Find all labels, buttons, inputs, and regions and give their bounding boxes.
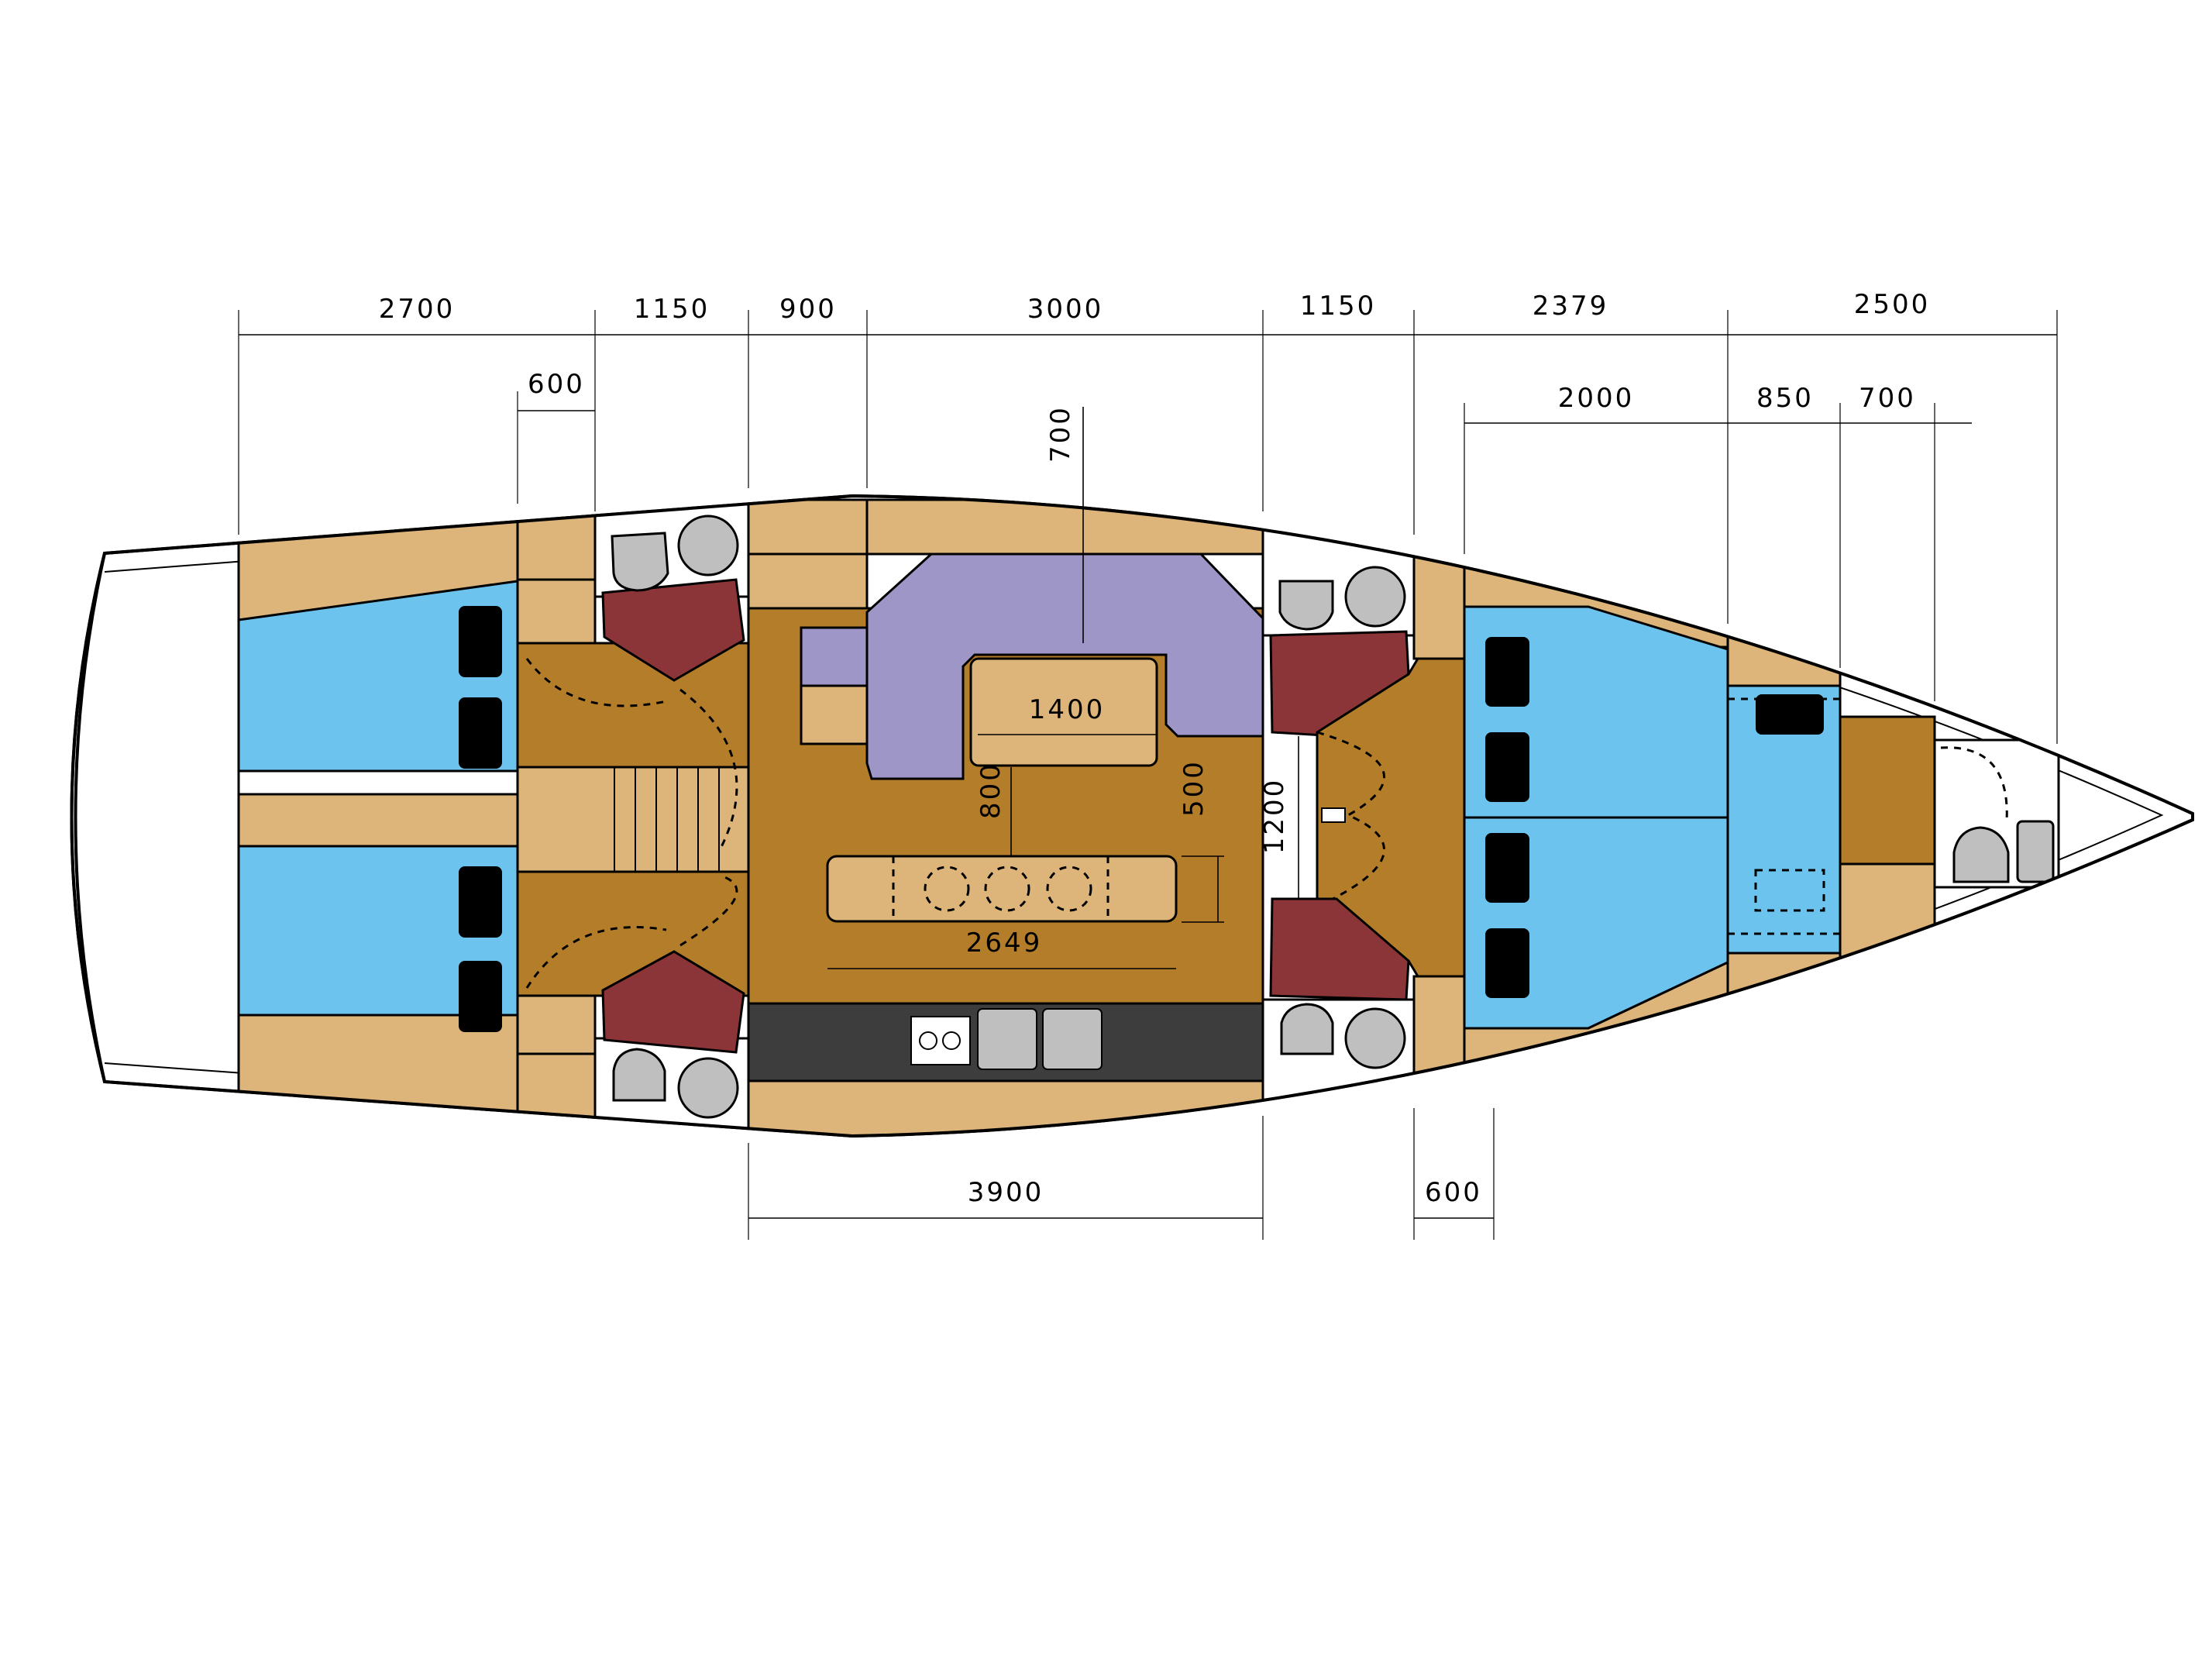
dim-saloon-height: 700 (1045, 405, 1076, 463)
pillow (1485, 732, 1529, 802)
dim-fwd-head: 1150 (1300, 291, 1377, 322)
door-swing (525, 658, 667, 707)
dim-fwd-cabin: 2379 (1533, 291, 1609, 322)
pillow (459, 866, 502, 938)
dim-bench-length: 2649 (966, 928, 1043, 959)
sink-icon (977, 1008, 1037, 1070)
settee-side (800, 626, 869, 687)
fwd-cabin-bunk-block-top (1412, 541, 1466, 660)
fwd-lobby-bar (1321, 807, 1346, 823)
stool-icon (984, 866, 1030, 912)
dim-aft-sub: 600 (528, 369, 585, 400)
pillow (1756, 694, 1824, 735)
toilet-icon (611, 532, 669, 592)
aft-lobby (516, 502, 750, 1136)
aft-head-shower-bottom (601, 950, 745, 1054)
pillow (459, 961, 502, 1032)
saloon (747, 498, 1264, 1136)
basin-icon (677, 1057, 739, 1119)
toilet-icon (612, 1048, 666, 1102)
toilet-icon (1280, 1003, 1334, 1055)
settee-side-end (800, 684, 869, 745)
basin-icon (1344, 566, 1406, 628)
dim-fore: 2500 (1854, 289, 1931, 320)
dim-bench-gap: 500 (1178, 759, 1209, 817)
aft-center-bar (237, 769, 519, 796)
lobby-cabinet-top (516, 502, 597, 645)
pillow (459, 606, 502, 677)
stool-icon (924, 866, 970, 912)
basin-icon (1344, 1007, 1406, 1069)
fore-cabin-furniture-bottom (1726, 952, 1842, 1010)
aft-heads (593, 502, 750, 1136)
settee-u (865, 552, 1264, 780)
fwd-head-shower-bottom (1269, 897, 1410, 1001)
stool-icon (1046, 866, 1092, 912)
saloon-shelf-top (865, 498, 1264, 556)
pillow (1485, 928, 1529, 998)
fore-head-basin-icon (2016, 820, 2055, 883)
companionway-stairs (516, 766, 750, 873)
pillow (1485, 833, 1529, 903)
toilet-icon (1952, 826, 2010, 883)
dimension-annotations: 2700 1150 900 3000 1150 2379 2500 600 20… (238, 289, 2058, 1240)
door-swing (1316, 731, 1385, 908)
toilet-icon (1278, 580, 1334, 631)
fwd-cabin-bunk-block-bottom (1412, 975, 1466, 1110)
saloon-table (969, 657, 1158, 767)
dim-saloon: 3000 (1027, 294, 1104, 325)
transom (74, 552, 106, 1082)
sink-icon (1042, 1008, 1103, 1070)
aft-cabins (237, 502, 519, 1136)
aft-berth-divider (237, 793, 519, 848)
saloon-bench (826, 855, 1178, 923)
fore-cabin-floor (1839, 715, 1936, 866)
dim-fore-floor: 700 (1859, 383, 1916, 414)
pillow (459, 697, 502, 769)
dim-fwd-step: 600 (1425, 1177, 1482, 1208)
pillow (1485, 637, 1529, 707)
aft-head-shower-top (601, 578, 745, 682)
basin-icon (677, 515, 739, 577)
dim-aft-cabin: 2700 (379, 294, 456, 325)
dim-galley: 3900 (968, 1177, 1044, 1208)
dim-table-width: 1400 (1029, 694, 1106, 725)
interior (237, 498, 2060, 1136)
dim-passage: 1200 (1259, 778, 1290, 855)
dim-table-depth: 800 (975, 762, 1006, 819)
fore-cabin (1726, 618, 2060, 1010)
door-swing (1940, 746, 2008, 822)
dim-fwd-berth: 2000 (1558, 383, 1635, 414)
dim-aft-lobby: 900 (779, 294, 837, 325)
dim-aft-head: 1150 (634, 294, 710, 325)
door-swing (679, 874, 738, 947)
dim-fore-berth: 850 (1756, 383, 1814, 414)
aft-furniture-bottom (237, 1014, 519, 1136)
